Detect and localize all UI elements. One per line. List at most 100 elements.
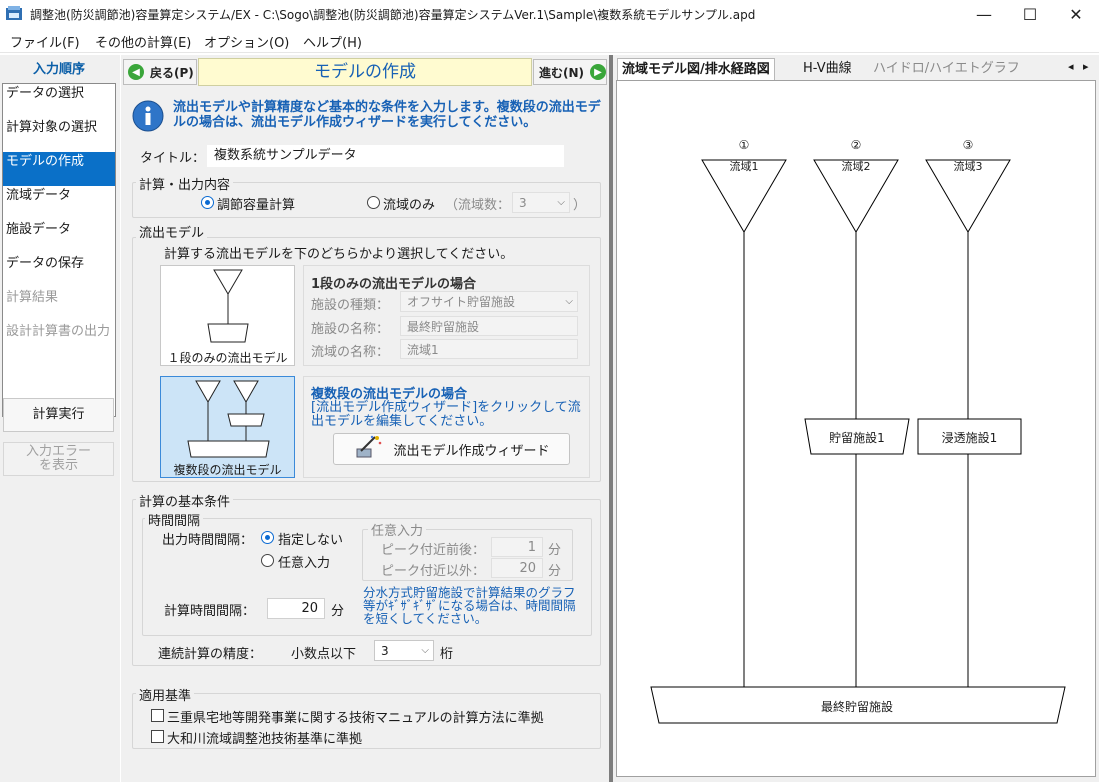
peak-near-unit: 分	[548, 543, 562, 558]
radio-adjust-volume-label: 調節容量計算	[217, 198, 296, 213]
panel-splitter[interactable]	[609, 55, 613, 782]
calc-output-title: 計算・出力内容	[136, 174, 234, 193]
standards-group	[132, 693, 601, 749]
chevron-down-icon: ⌵	[565, 296, 573, 307]
basin-name-input[interactable]: 流域1	[400, 339, 578, 359]
precision-combo[interactable]: 3⌵	[374, 640, 434, 661]
radio-interval-any[interactable]	[261, 554, 274, 567]
input-order-panel: 入力順序 データの選択 計算対象の選択 モデルの作成 流域データ 施設データ デ…	[0, 55, 120, 782]
next-button[interactable]: 進む(N) ▶	[533, 59, 607, 85]
menu-options[interactable]: オプション(O)	[204, 36, 290, 51]
back-button[interactable]: ◀ 戻る(P)	[123, 59, 197, 85]
peak-other-input[interactable]: 20	[491, 558, 543, 578]
basin-1-number: ①	[738, 138, 750, 152]
wizard-wand-icon	[353, 435, 383, 463]
nav-item-report-output[interactable]: 設計計算書の出力	[6, 324, 111, 339]
tab-hydrograph[interactable]: ハイドロ/ハイエトグラフ	[873, 61, 1020, 76]
info-icon	[131, 99, 165, 133]
show-errors-button[interactable]: 入力エラーを表示	[3, 442, 114, 476]
menu-help[interactable]: ヘルプ(H)	[303, 36, 362, 51]
run-calc-button[interactable]: 計算実行	[3, 398, 114, 432]
model-create-panel: ◀ 戻る(P) モデルの作成 進む(N) ▶ 流出モデルや計算精度など基本的な条…	[121, 55, 609, 782]
facility-name-label: 施設の名称：	[311, 322, 390, 337]
checkbox-mie-standard[interactable]	[151, 709, 164, 722]
basin-name-label: 流域の名称：	[311, 345, 390, 360]
peak-other-label: ピーク付近以外：	[381, 564, 486, 579]
nav-item-basin-data[interactable]: 流域データ	[6, 188, 72, 203]
radio-interval-any-label: 任意入力	[278, 556, 331, 571]
facility-type-value: オフサイト貯留施設	[407, 295, 516, 309]
nav-item-calc-target[interactable]: 計算対象の選択	[6, 120, 98, 135]
infiltration-facility-1-shape[interactable]	[917, 418, 1022, 455]
radio-interval-none-label: 指定しない	[278, 533, 344, 548]
single-model-box	[303, 265, 590, 366]
checkbox-yamato-standard[interactable]	[151, 730, 164, 743]
tab-scroll-left-icon[interactable]: ◂	[1068, 60, 1074, 73]
nav-item-facility-data[interactable]: 施設データ	[6, 222, 72, 237]
standards-title: 適用基準	[136, 685, 195, 704]
info-text: 流出モデルや計算精度など基本的な条件を入力します。複数段の流出モデルの場合は、流…	[173, 100, 601, 130]
runoff-model-title: 流出モデル	[136, 222, 208, 241]
interval-note: 分水方式貯留施設で計算結果のグラフ等がｷﾞｻﾞｷﾞｻﾞになる場合は、時間間隔を短…	[363, 585, 576, 626]
multi-model-heading: 複数段の流出モデルの場合	[311, 387, 468, 402]
tab-scroll-right-icon[interactable]: ▸	[1083, 60, 1089, 73]
calc-interval-label: 計算時間間隔：	[164, 604, 256, 619]
basin-count-value: 3	[519, 196, 527, 210]
menu-other-calc[interactable]: その他の計算(E)	[95, 36, 192, 51]
final-facility-label: 最終貯留施設	[820, 700, 893, 714]
nav-item-calc-result[interactable]: 計算結果	[6, 290, 59, 305]
single-model-card[interactable]: １段のみの流出モデル	[160, 265, 295, 366]
runoff-model-group	[132, 237, 601, 482]
peak-other-unit: 分	[548, 564, 562, 579]
peak-near-input[interactable]: 1	[491, 537, 543, 557]
checkbox-mie-label: 三重県宅地等開発事業に関する技術マニュアルの計算方法に準拠	[167, 711, 544, 726]
basin-model-diagram[interactable]: ① 流域1 ② 流域2 ③ 流域3 貯留施設1 浸透施設1 最終貯留施設	[616, 80, 1096, 777]
multi-model-card[interactable]: 複数段の流出モデル	[160, 376, 295, 478]
nav-item-model-create[interactable]: モデルの作成	[3, 152, 115, 186]
storage-facility-1-label: 貯留施設1	[829, 431, 885, 445]
basin-3-triangle[interactable]	[925, 159, 1011, 233]
diagram-svg	[650, 159, 1066, 724]
next-label: 進む(N)	[539, 65, 585, 80]
basin-count-combo[interactable]: 3⌵	[512, 192, 570, 213]
nav-item-data-select[interactable]: データの選択	[6, 86, 85, 101]
multi-model-box	[303, 376, 590, 478]
tab-hv-curve[interactable]: H-V曲線	[803, 61, 852, 76]
storage-facility-1-shape[interactable]	[804, 418, 910, 455]
basin-2-number: ②	[850, 138, 862, 152]
chevron-down-icon: ⌵	[421, 645, 429, 656]
precision-label: 連続計算の精度：	[158, 647, 263, 662]
radio-basin-only[interactable]	[367, 196, 380, 209]
nav-item-data-save[interactable]: データの保存	[6, 256, 85, 271]
basic-conditions-title: 計算の基本条件	[136, 491, 234, 510]
facility-name-input[interactable]: 最終貯留施設	[400, 316, 578, 336]
radio-adjust-volume[interactable]	[201, 196, 214, 209]
calc-interval-input[interactable]: 20	[267, 598, 325, 619]
maximize-button[interactable]: ☐	[1022, 4, 1038, 24]
facility-type-combo[interactable]: オフサイト貯留施設 ⌵	[400, 291, 578, 312]
basin-1-name: 流域1	[729, 160, 759, 173]
output-interval-label: 出力時間間隔：	[162, 533, 254, 548]
final-facility-shape[interactable]	[650, 686, 1066, 724]
calc-output-group	[132, 182, 601, 218]
basin-2-triangle[interactable]	[813, 159, 899, 233]
title-input[interactable]: 複数系統サンプルデータ	[207, 145, 564, 167]
interval-title: 時間間隔	[145, 510, 204, 529]
calc-interval-unit: 分	[331, 604, 345, 619]
nav-list: データの選択 計算対象の選択 モデルの作成 流域データ 施設データ データの保存…	[2, 83, 116, 417]
basin-1-triangle[interactable]	[701, 159, 787, 233]
diagram-panel: 流域モデル図/排水経路図 H-V曲線 ハイドロ/ハイエトグラフ ◂ ▸ ① 流域…	[613, 55, 1099, 782]
minimize-button[interactable]: —	[976, 4, 992, 24]
multi-model-caption: 複数段の流出モデル	[173, 463, 282, 477]
facility-type-label: 施設の種類：	[311, 298, 390, 313]
multi-model-icon	[187, 380, 270, 458]
wizard-button[interactable]: 流出モデル作成ウィザード	[333, 433, 570, 465]
radio-interval-none[interactable]	[261, 531, 274, 544]
back-arrow-icon: ◀	[128, 64, 144, 80]
peak-near-label: ピーク付近前後：	[381, 543, 486, 558]
precision-value: 3	[381, 644, 389, 658]
chevron-down-icon: ⌵	[557, 197, 565, 208]
menu-file[interactable]: ファイル(F)	[10, 36, 80, 51]
close-button[interactable]: ✕	[1069, 4, 1083, 24]
tab-basin-model[interactable]: 流域モデル図/排水経路図	[617, 58, 775, 80]
